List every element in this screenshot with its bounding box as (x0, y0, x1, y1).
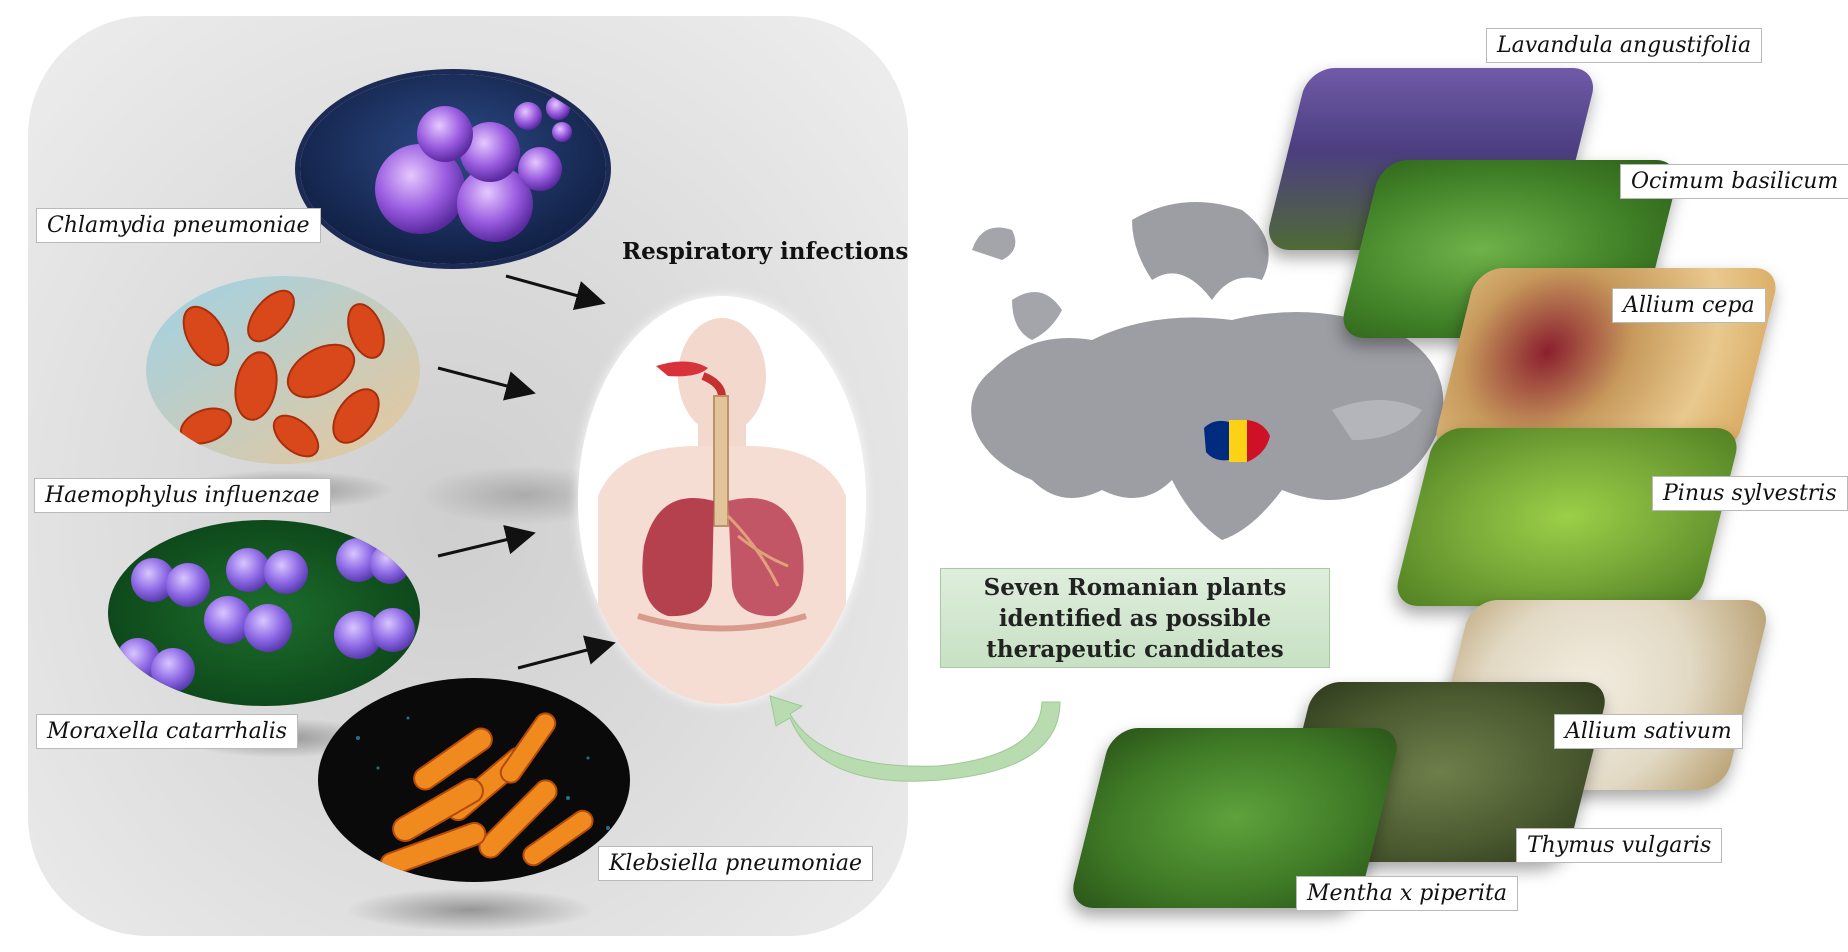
label-chlamydia: Chlamydia pneumoniae (36, 208, 321, 243)
label-allium-sativum: Allium sativum (1554, 714, 1743, 749)
summary-line-3: therapeutic candidates (986, 635, 1284, 663)
respiratory-system-image (578, 296, 866, 704)
curved-return-arrow (769, 695, 1061, 782)
respiratory-infections-title: Respiratory infections (622, 238, 909, 265)
label-mentha: Mentha x piperita (1296, 876, 1518, 911)
plant-image-pinus (1391, 428, 1743, 606)
chlamydia-image (300, 74, 606, 264)
arrow-klebsiella (517, 635, 616, 670)
haemophylus-image (146, 276, 420, 464)
label-moraxella: Moraxella catarrhalis (36, 714, 299, 749)
moraxella-image (108, 520, 420, 706)
arrow-haemophylus (437, 366, 536, 401)
label-thymus: Thymus vulgaris (1516, 828, 1723, 863)
ellipse-shadow (345, 888, 595, 932)
europe-map (971, 202, 1444, 540)
summary-line-2: identified as possible (998, 604, 1272, 632)
summary-line-1: Seven Romanian plants (983, 573, 1287, 601)
romania-flag (1204, 420, 1270, 462)
label-ocimum: Ocimum basilicum (1620, 164, 1848, 199)
label-lavandula: Lavandula angustifolia (1486, 28, 1763, 63)
klebsiella-image (318, 678, 630, 882)
arrow-moraxella (437, 524, 536, 558)
label-haemophylus: Haemophylus influenzae (34, 478, 331, 513)
summary-box: Seven Romanian plants identified as poss… (940, 568, 1330, 668)
label-allium-cepa: Allium cepa (1612, 288, 1766, 323)
label-klebsiella: Klebsiella pneumoniae (598, 846, 873, 881)
label-pinus: Pinus sylvestris (1652, 476, 1848, 511)
arrow-chlamydia (505, 274, 606, 311)
